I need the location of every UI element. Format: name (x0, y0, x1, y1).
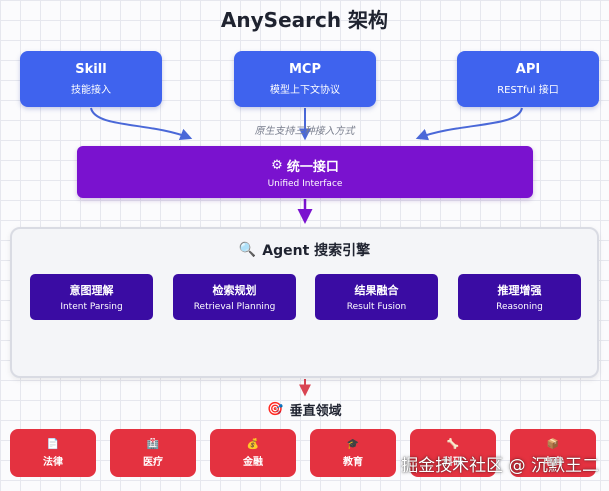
domain-law: 📄 法律 (10, 429, 96, 477)
domain-ecommerce: 📦 电商 (510, 429, 596, 477)
step-name: 推理增强 (497, 284, 542, 297)
step-name: 检索规划 (212, 284, 257, 297)
step-name: 意图理解 (69, 284, 114, 297)
vertical-title: 垂直领域 (289, 404, 342, 419)
step-reasoning: 推理增强 Reasoning (458, 274, 581, 320)
access-note: 原生支持三种接入方式 (254, 126, 355, 137)
arrow-skill-to-unified (90, 107, 193, 141)
diagram-title: AnySearch 架构 (220, 8, 389, 32)
domain-research: 🦴 科研 (410, 429, 496, 477)
access-mcp-box: MCP 模型上下文协议 (234, 51, 376, 107)
step-result-fusion: 结果融合 Result Fusion (315, 274, 438, 320)
step-retrieval-planning: 检索规划 Retrieval Planning (173, 274, 296, 320)
domain-medical: 🏥 医疗 (110, 429, 196, 477)
step-en: Intent Parsing (60, 302, 123, 312)
domain-name: 法律 (43, 456, 63, 468)
domain-finance: 💰 金融 (210, 429, 296, 477)
domain-name: 教育 (343, 456, 363, 468)
gear-icon: ⚙ (271, 157, 283, 173)
domain-name: 电商 (543, 456, 563, 468)
domain-education: 🎓 教育 (310, 429, 396, 477)
access-skill-box: Skill 技能接入 (20, 51, 162, 107)
step-en: Retrieval Planning (193, 302, 276, 312)
access-skill-desc: 技能接入 (71, 85, 111, 96)
target-icon: 🎯 (267, 402, 284, 417)
step-en: Reasoning (496, 302, 543, 312)
access-api-box: API RESTful 接口 (457, 51, 599, 107)
unified-title: 统一接口 (286, 159, 339, 175)
arrow-api-to-unified (415, 107, 523, 141)
step-name: 结果融合 (354, 284, 399, 297)
step-en: Result Fusion (346, 302, 407, 312)
access-mcp-desc: 模型上下文协议 (270, 85, 340, 96)
graduation-cap-icon: 🎓 (346, 438, 360, 450)
domain-name: 科研 (443, 456, 463, 468)
unified-subtitle: Unified Interface (267, 178, 343, 189)
magnifier-icon: 🔍 (238, 242, 257, 258)
engine-title: Agent 搜索引擎 (262, 243, 371, 259)
package-icon: 📦 (546, 438, 560, 450)
access-mcp-name: MCP (288, 62, 321, 77)
domain-name: 金融 (243, 456, 263, 468)
watermark: 掘金技术社区 @ 沉默王二 (401, 456, 599, 476)
hospital-icon: 🏥 (146, 438, 160, 450)
money-bag-icon: 💰 (246, 438, 260, 450)
access-api-name: API (515, 62, 541, 77)
vertical-header: 🎯 垂直领域 (0, 400, 609, 419)
access-api-desc: RESTful 接口 (497, 85, 559, 96)
engine-header: 🔍 Agent 搜索引擎 (0, 240, 609, 260)
bone-icon: 🦴 (446, 438, 460, 450)
domain-name: 医疗 (143, 456, 163, 468)
access-skill-name: Skill (75, 62, 107, 77)
step-intent-parsing: 意图理解 Intent Parsing (30, 274, 153, 320)
document-icon: 📄 (46, 438, 60, 450)
unified-interface-box: ⚙ 统一接口 Unified Interface (77, 146, 533, 198)
